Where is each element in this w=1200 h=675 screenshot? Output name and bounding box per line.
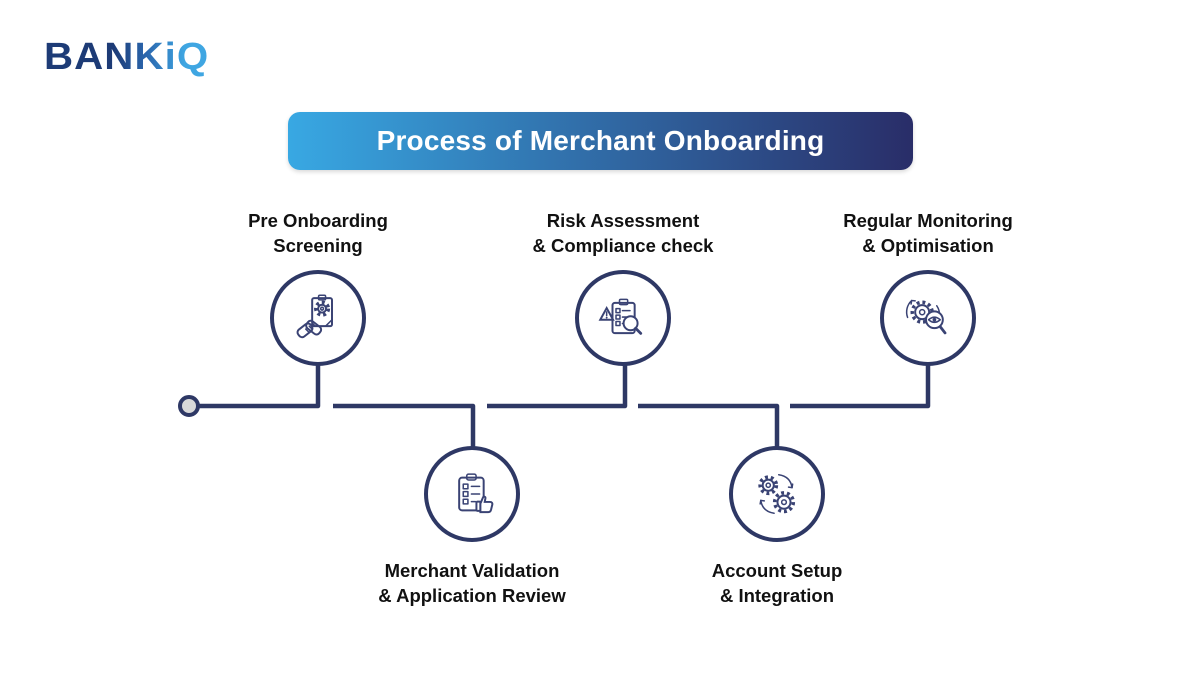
gears-integration-icon <box>749 466 805 522</box>
step-label-line2: & Optimisation <box>862 235 994 256</box>
step-label-regular-monitoring: Regular Monitoring & Optimisation <box>798 208 1058 258</box>
timeline-segment-5 <box>790 364 931 409</box>
step-label-line1: Regular Monitoring <box>843 210 1013 231</box>
title-banner: Process of Merchant Onboarding <box>288 112 913 170</box>
handshake-document-gear-icon <box>290 290 346 346</box>
step-label-line1: Risk Assessment <box>546 210 700 231</box>
step-circle-3 <box>575 270 671 366</box>
step-label-pre-onboarding: Pre Onboarding Screening <box>188 208 448 258</box>
timeline-segment-1 <box>198 364 321 409</box>
step-label-line1: Pre Onboarding <box>248 210 388 231</box>
checklist-thumbs-up-icon <box>444 466 500 522</box>
step-label-line1: Account Setup <box>711 560 843 581</box>
page-title: Process of Merchant Onboarding <box>376 125 825 156</box>
gear-sync-magnifier-eye-icon <box>900 290 956 346</box>
timeline-segment-4 <box>638 403 780 448</box>
step-label-risk-assessment: Risk Assessment & Compliance check <box>493 208 753 258</box>
step-label-line2: & Integration <box>719 585 835 606</box>
timeline-segment-3 <box>487 364 628 409</box>
timeline-start-dot <box>178 395 200 417</box>
step-circle-1 <box>270 270 366 366</box>
step-label-line2: & Application Review <box>378 585 566 606</box>
bankiq-logo: BANKiQ <box>44 36 210 78</box>
step-label-merchant-validation: Merchant Validation & Application Review <box>342 558 602 608</box>
step-label-line2: & Compliance check <box>532 235 714 256</box>
step-label-account-setup: Account Setup & Integration <box>647 558 907 608</box>
step-label-line1: Merchant Validation <box>384 560 560 581</box>
step-label-line2: Screening <box>273 235 363 256</box>
timeline-segment-2 <box>333 403 476 448</box>
warning-checklist-magnifier-icon <box>595 290 651 346</box>
